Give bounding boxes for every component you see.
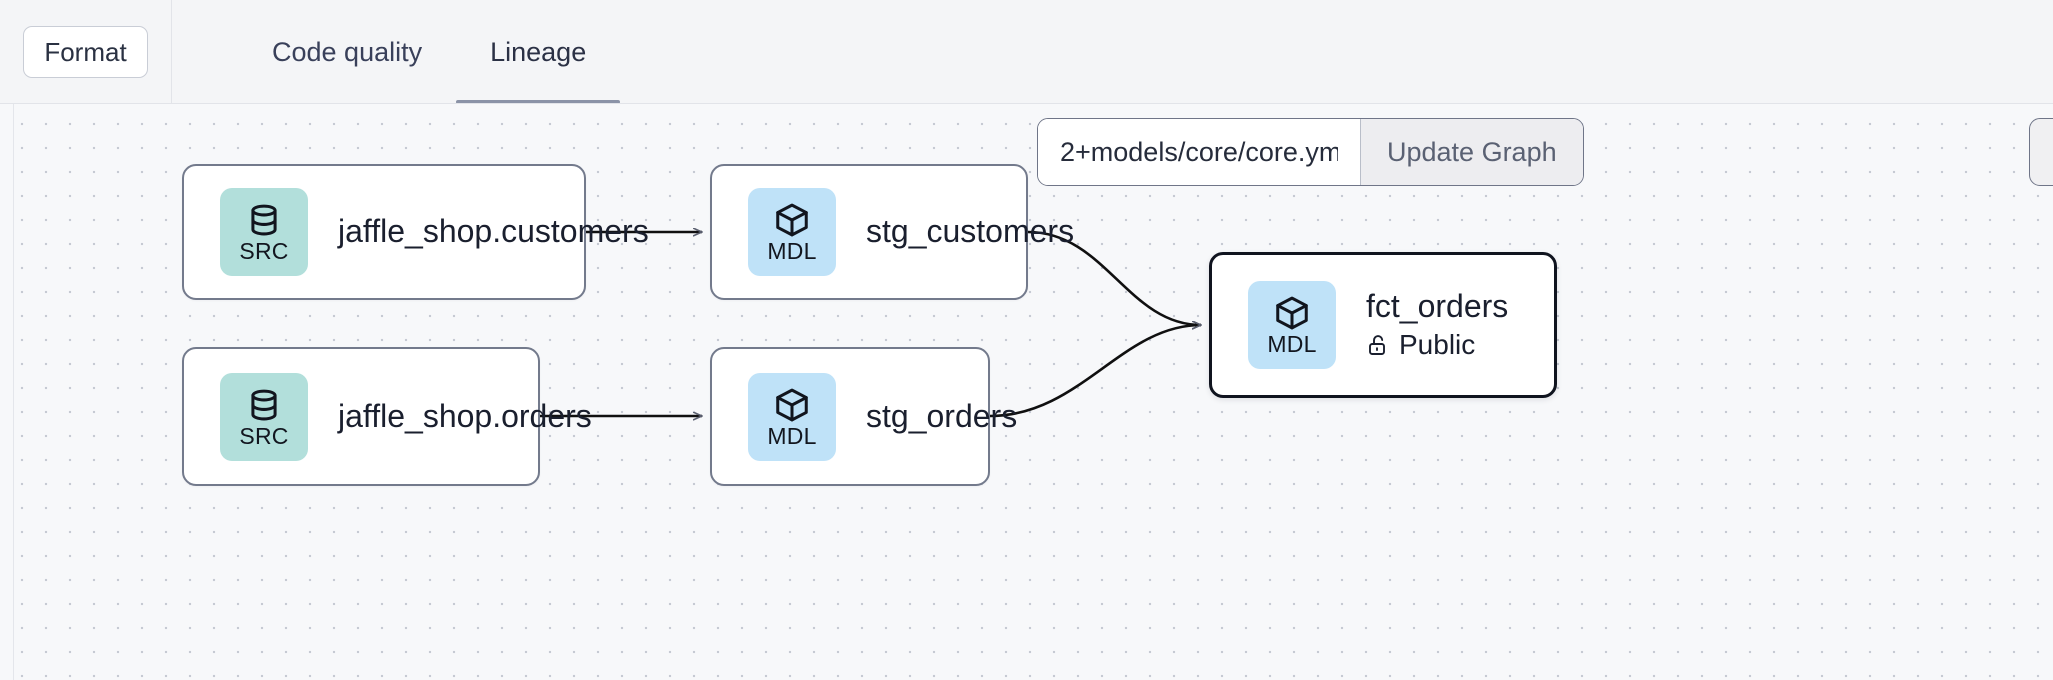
badge-label: MDL bbox=[767, 422, 817, 449]
graph-side-control[interactable] bbox=[2029, 118, 2053, 186]
canvas-left-rail bbox=[0, 104, 14, 680]
unlock-icon bbox=[1369, 335, 1385, 355]
node-text: jaffle_shop.customers bbox=[338, 213, 649, 250]
node-title: stg_customers bbox=[866, 213, 1075, 250]
lineage-node-fct-orders[interactable]: MDL fct_orders Public bbox=[1209, 252, 1557, 398]
node-text: fct_orders Public bbox=[1366, 288, 1509, 361]
node-text: jaffle_shop.orders bbox=[338, 397, 592, 435]
toolbar-left-group: Format bbox=[0, 0, 172, 104]
lineage-canvas[interactable]: SRC jaffle_shop.customers MDL stg_custom… bbox=[0, 104, 2053, 680]
update-graph-button[interactable]: Update Graph bbox=[1360, 119, 1583, 185]
lineage-node-stg-orders[interactable]: MDL stg_orders bbox=[710, 347, 1017, 486]
badge-src: SRC bbox=[220, 188, 308, 276]
badge-mdl: MDL bbox=[748, 372, 836, 461]
node-title: fct_orders bbox=[1366, 288, 1509, 325]
node-title: jaffle_shop.orders bbox=[338, 397, 592, 434]
edge-stg-orders-to-fct-orders bbox=[989, 325, 1201, 418]
tab-bar: Code quality Lineage bbox=[172, 0, 621, 104]
tab-lineage[interactable]: Lineage bbox=[456, 0, 621, 104]
toolbar: Format Code quality Lineage bbox=[0, 0, 2053, 104]
lineage-node-src-customers[interactable]: SRC jaffle_shop.customers bbox=[182, 164, 649, 300]
badge-mdl: MDL bbox=[1248, 281, 1336, 369]
toolbar-divider bbox=[0, 103, 2053, 104]
lineage-node-stg-customers[interactable]: MDL stg_customers bbox=[710, 164, 1074, 300]
cube-icon bbox=[1276, 296, 1308, 330]
badge-label: MDL bbox=[767, 238, 817, 264]
tab-code-quality[interactable]: Code quality bbox=[272, 36, 423, 67]
node-access-badge: Public bbox=[1366, 329, 1508, 361]
node-selector-input[interactable] bbox=[1038, 119, 1360, 185]
badge-label: SRC bbox=[239, 238, 289, 264]
node-text: stg_orders bbox=[866, 397, 1018, 435]
database-icon bbox=[251, 389, 277, 420]
cube-icon bbox=[776, 388, 808, 421]
cube-icon bbox=[776, 203, 808, 237]
database-icon bbox=[251, 204, 277, 236]
graph-controls: Update Graph bbox=[1037, 118, 1584, 186]
badge-src: SRC bbox=[220, 372, 308, 461]
node-title: stg_orders bbox=[866, 397, 1018, 434]
badge-label: MDL bbox=[1267, 331, 1317, 357]
format-button[interactable]: Format bbox=[23, 26, 148, 78]
badge-mdl: MDL bbox=[748, 188, 836, 276]
node-title: jaffle_shop.customers bbox=[338, 213, 649, 250]
badge-label: SRC bbox=[239, 422, 289, 449]
node-access-label: Public bbox=[1399, 328, 1476, 360]
lineage-node-src-orders[interactable]: SRC jaffle_shop.orders bbox=[182, 347, 592, 486]
node-text: stg_customers bbox=[866, 213, 1075, 250]
